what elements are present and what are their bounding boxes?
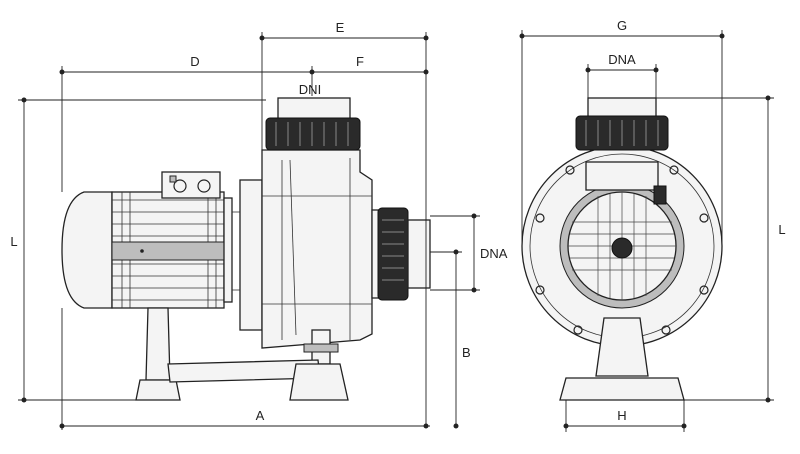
pump-housing [261,97,431,365]
label-d: D [190,54,199,69]
dimension-g: G [519,18,725,246]
label-e: E [336,20,345,35]
label-h: H [617,408,626,423]
dimension-e: E [259,20,429,150]
label-b: B [462,345,471,360]
label-a: A [256,408,265,423]
front-view: G DNA L H [519,18,786,432]
label-g: G [617,18,627,33]
volute [521,145,723,347]
label-f: F [356,54,364,69]
label-dna-side: DNA [480,246,508,261]
dimension-dna-front: DNA [585,52,659,98]
front-union [575,97,669,151]
base [135,307,349,401]
label-dna-front: DNA [608,52,636,67]
front-base [559,317,685,401]
dimension-l-side: L [10,97,266,403]
dimension-dna-side: DNA [430,213,508,293]
label-l-side: L [10,234,17,249]
dimension-l-front: L [656,95,786,403]
dimension-d-f: D F [59,54,429,192]
dimension-a: A [59,308,430,430]
label-l-front: L [778,222,785,237]
side-view: E D F DNI L [10,20,508,430]
dimension-h: H [563,400,687,432]
dimension-b: B [430,249,471,429]
label-dni: DNI [299,82,321,97]
motor [61,171,263,331]
